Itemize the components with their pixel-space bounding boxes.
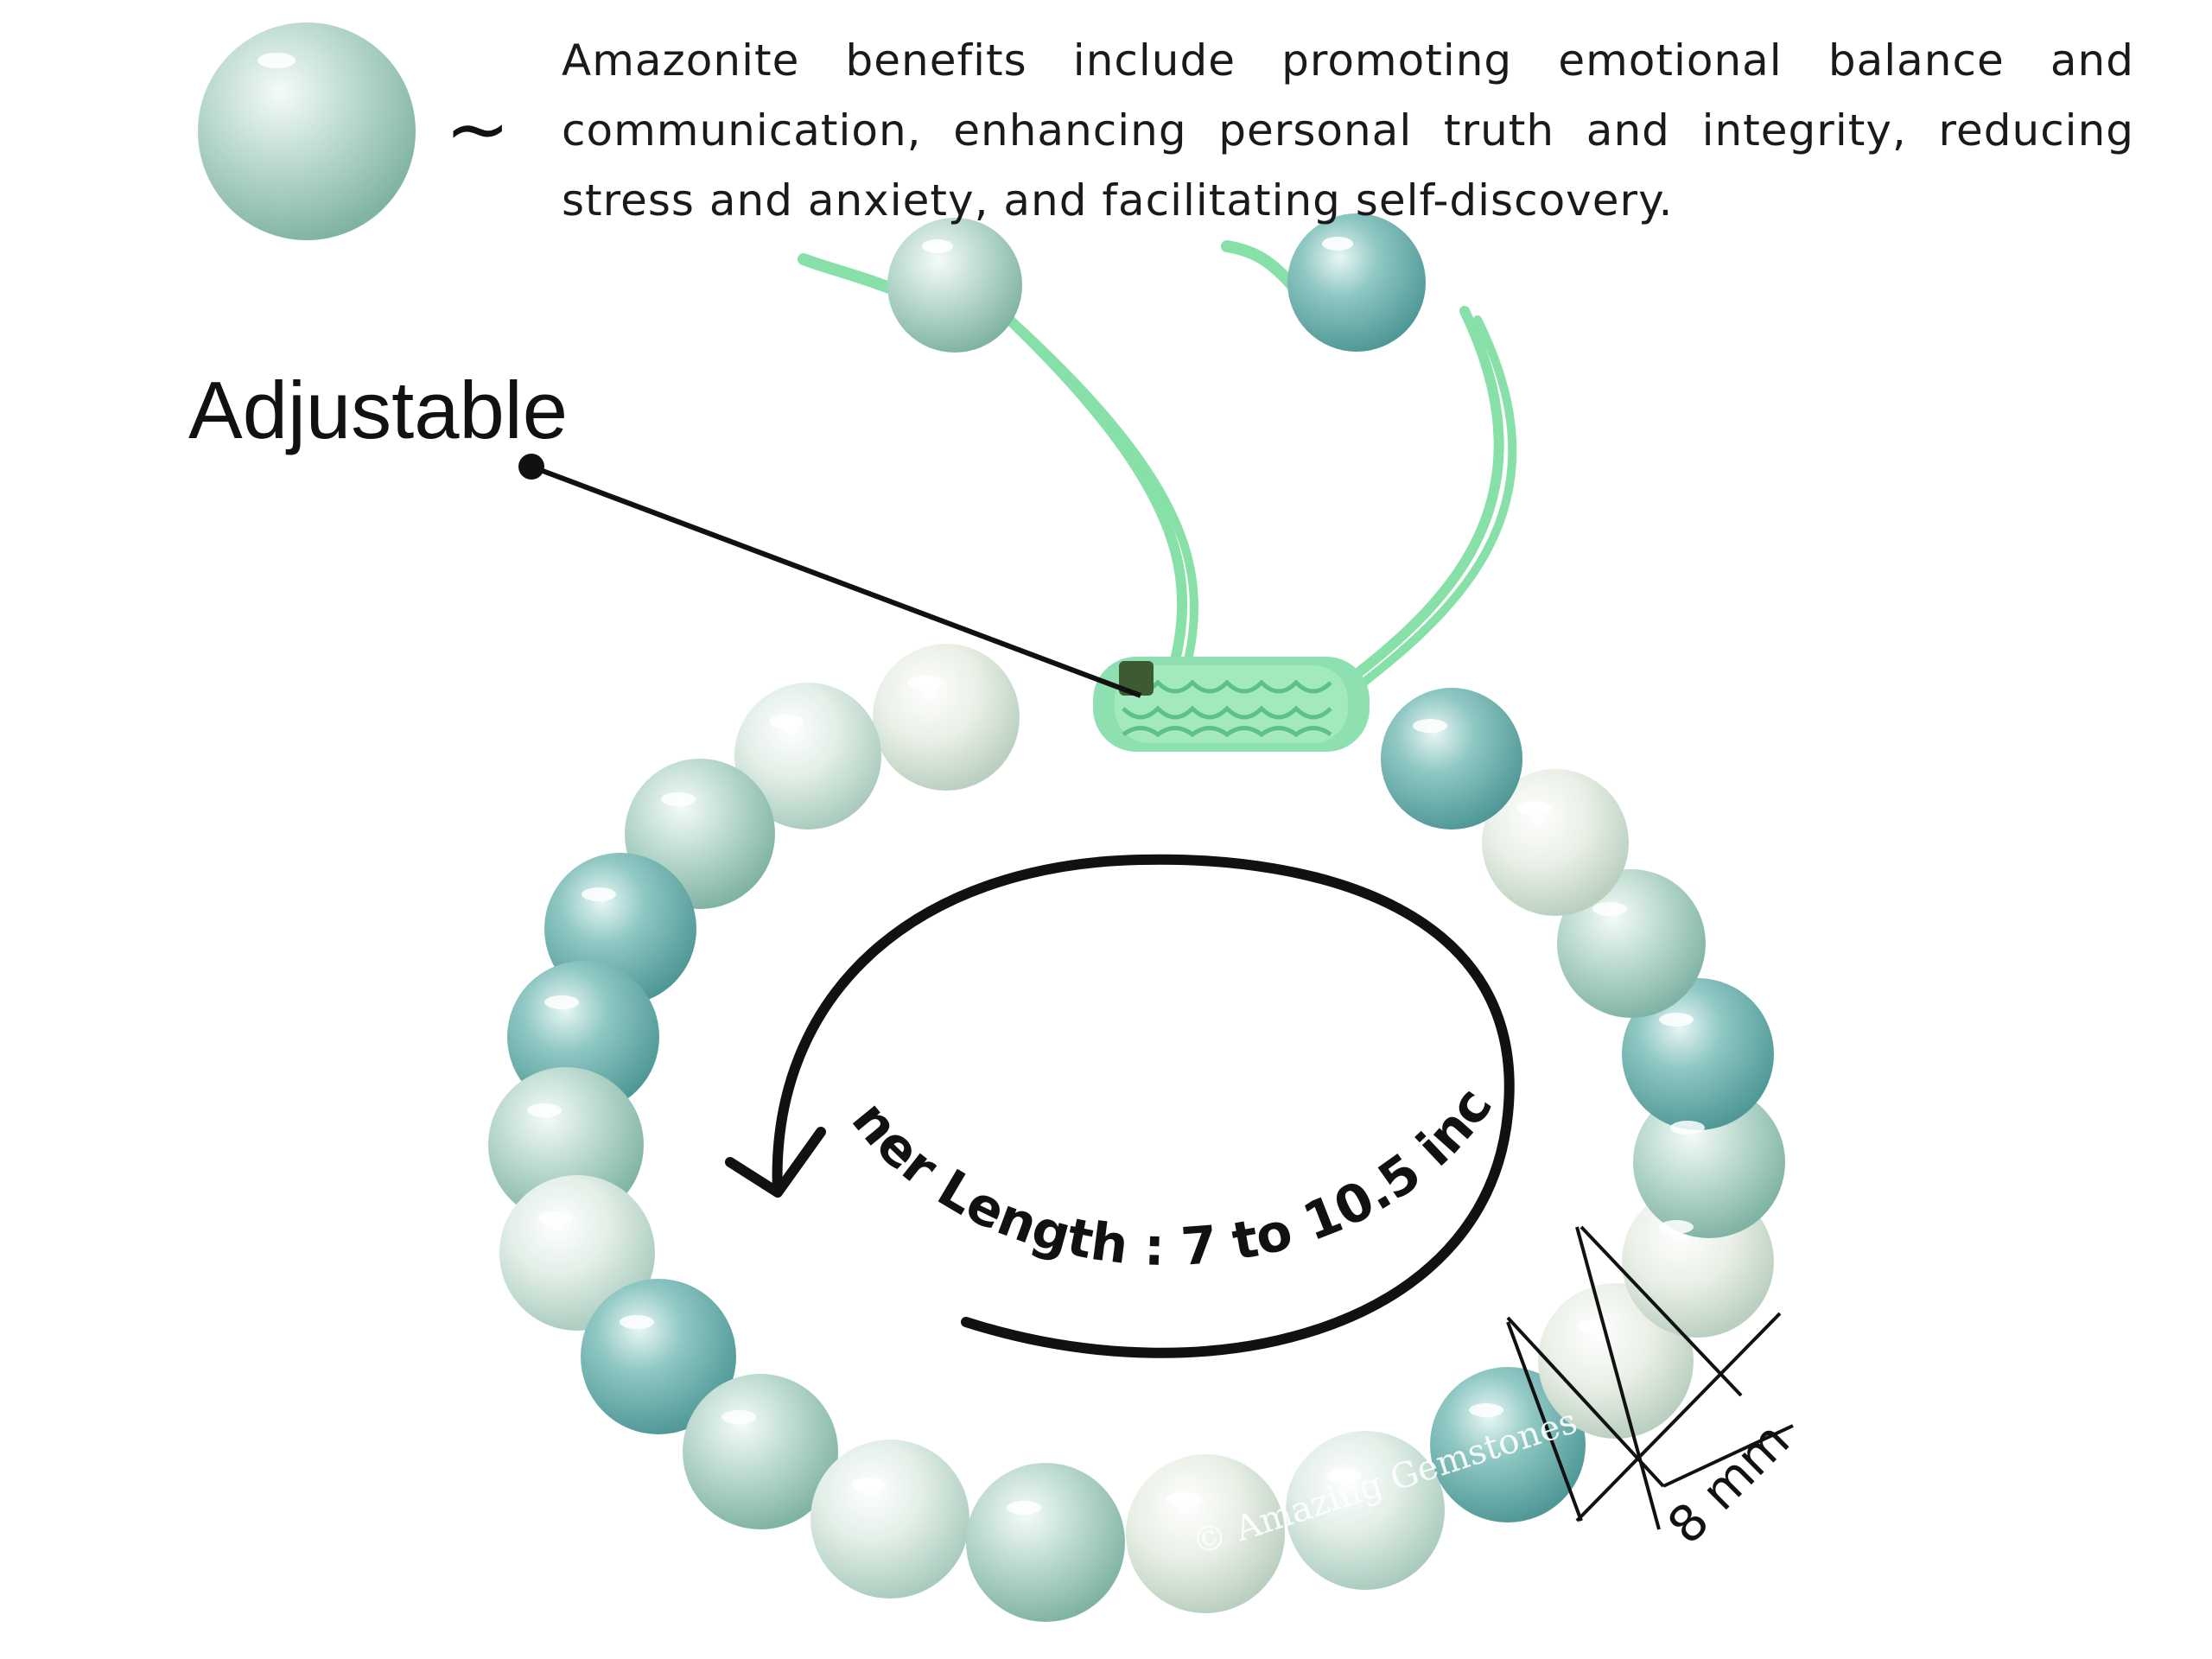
sliding-knot bbox=[1093, 657, 1370, 752]
adjustable-pointer bbox=[518, 454, 1142, 698]
tilde-symbol: ~ bbox=[445, 84, 511, 175]
sample-bead-icon bbox=[198, 22, 416, 240]
length-arrow bbox=[725, 854, 1515, 1358]
bead-size-label: 8 mm bbox=[1656, 1411, 1801, 1555]
benefits-description: Amazonite benefits include promoting emo… bbox=[562, 35, 2134, 226]
adjustable-label: Adjustable bbox=[188, 365, 568, 455]
bead-size-dimension bbox=[1506, 1225, 1794, 1530]
bracelet-beads bbox=[488, 644, 1785, 1622]
